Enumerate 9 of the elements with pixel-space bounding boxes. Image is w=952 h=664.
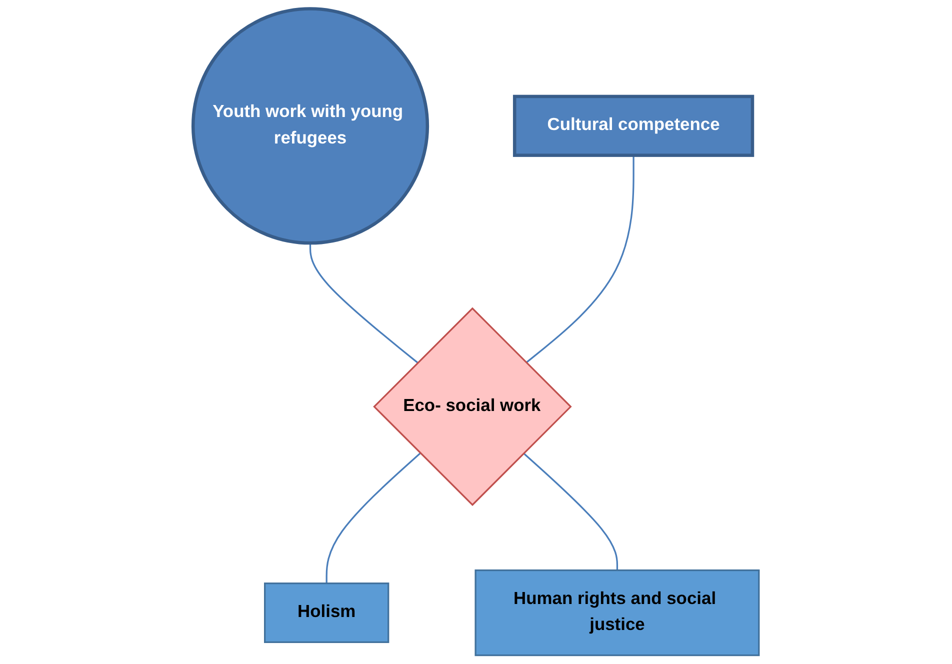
node-diamond: Eco- social work bbox=[373, 307, 572, 506]
node-circle: Youth work with young refugees bbox=[191, 7, 430, 245]
connector bbox=[523, 452, 618, 570]
node-box: Holism bbox=[264, 582, 390, 644]
connector bbox=[326, 452, 421, 584]
connector bbox=[309, 243, 418, 364]
node-box: Human rights and social justice bbox=[474, 569, 760, 656]
connector bbox=[526, 155, 634, 364]
node-box: Cultural competence bbox=[512, 94, 754, 157]
